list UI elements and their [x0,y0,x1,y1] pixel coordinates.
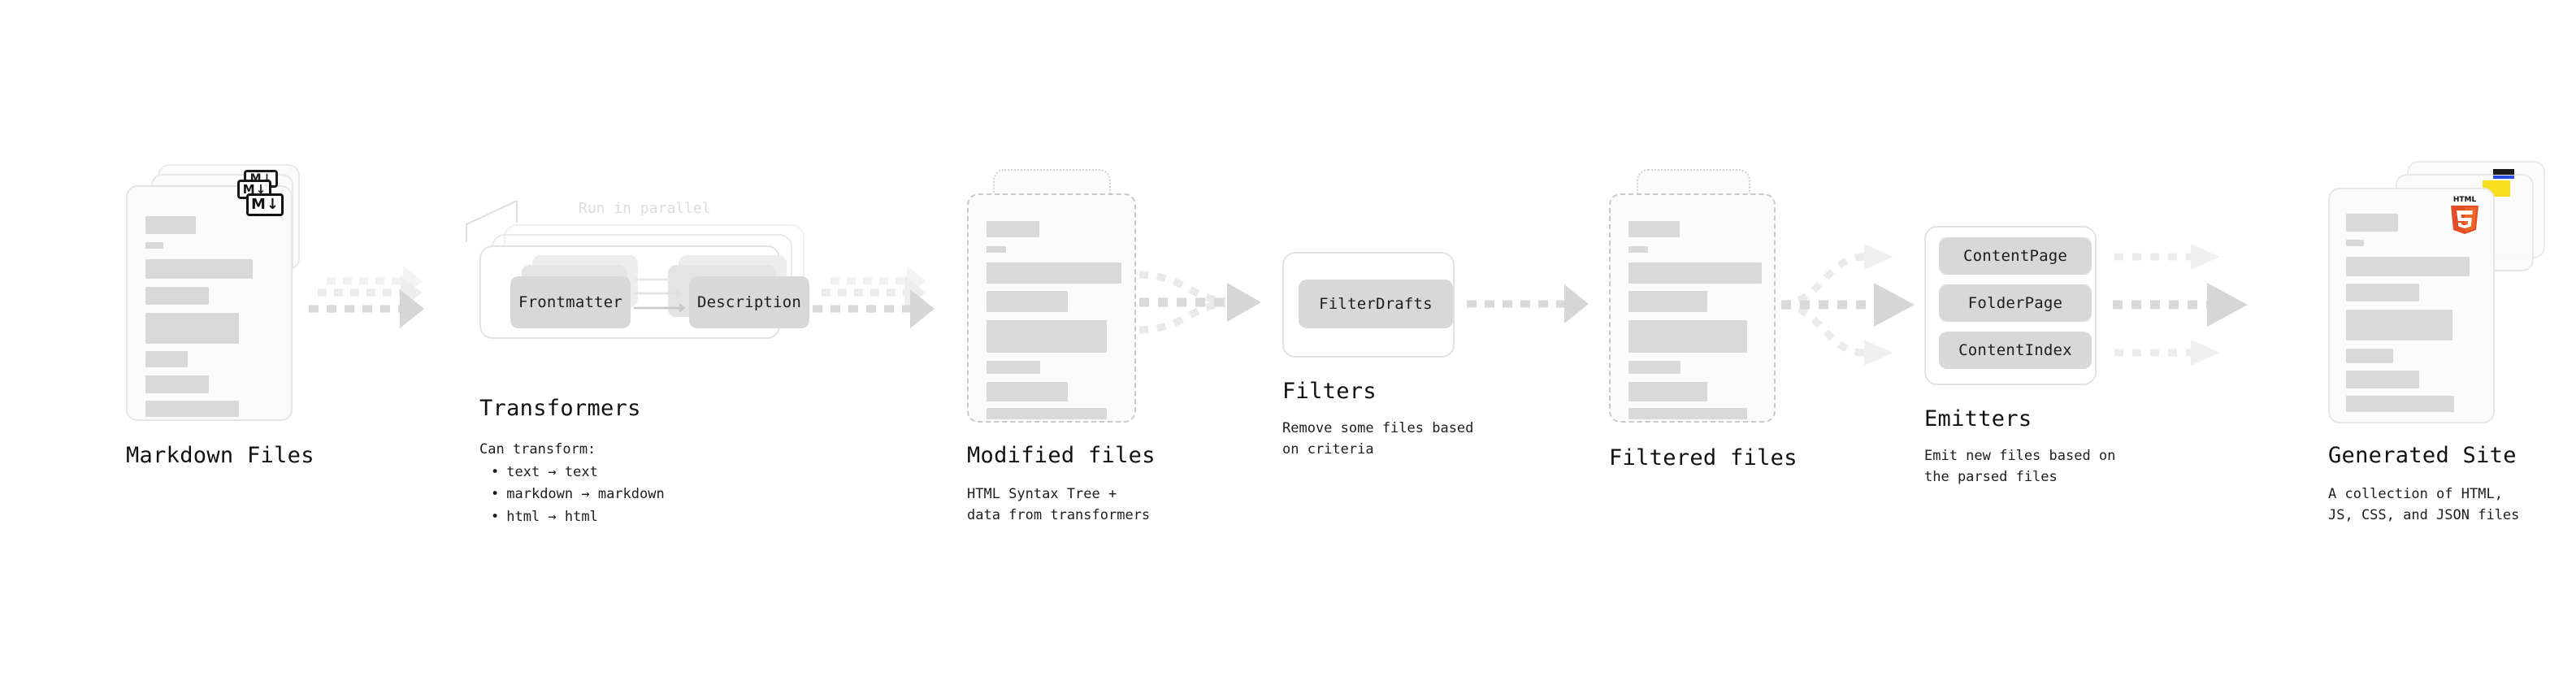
connector-filtered-to-emitters [1780,236,1926,374]
transformers-bullet-list: text → text markdown → markdown html → h… [479,462,665,529]
stage-modified-files: Modified files HTML Syntax Tree + data f… [935,0,1276,681]
emitter-chip-folderpage[interactable]: FolderPage [1939,284,2092,322]
stage-title-emitters: Emitters [1924,406,2032,432]
markdown-icon: M↓ [246,193,284,216]
markdown-icon-letter: M [242,181,255,197]
merge-lines [2113,244,2248,366]
transformers-bullet-markdown: markdown → markdown [491,484,664,506]
arrow-primary [1467,283,1601,325]
transformers-description: Can transform: text → text markdown → ma… [479,439,665,528]
svg-text:HTML: HTML [2453,196,2477,204]
transformer-chip-frontmatter[interactable]: Frontmatter [510,276,631,328]
stage-description-filters: Remove some files based on criteria [1282,420,1474,458]
stage-emitters: ContentPage FolderPage ContentIndex Emit… [1910,0,2235,681]
run-in-parallel-label: Run in parallel [579,200,711,217]
transformer-inner-arrows [634,275,686,313]
markdown-icon-letter: M [250,196,266,213]
connector-markdown-to-transformers [309,266,431,341]
stage-description-emitters: Emit new files based on the parsed files [1924,448,2116,486]
filtered-file-card-front [1609,193,1776,423]
stage-title-markdown-files: Markdown Files [126,443,314,468]
markdown-icon-arrow: ↓ [262,172,272,185]
stage-filters: FilterDrafts Filters Remove some files b… [1268,0,1593,681]
transformers-bullet-html: html → html [491,506,665,529]
stage-title-filtered-files: Filtered files [1609,445,1798,471]
stage-title-filters: Filters [1282,379,1377,404]
run-in-parallel-bracket [466,201,518,242]
filter-chip-filterdrafts[interactable]: FilterDrafts [1299,280,1453,328]
html5-icon: HTML [2446,193,2483,236]
transformers-bullet-text: text → text [491,462,665,484]
stage-description-generated-site: A collection of HTML, JS, CSS, and JSON … [2328,486,2520,524]
modified-file-card-front [967,193,1136,423]
css-icon [2493,169,2514,179]
stage-generated-site: HTML Generated Site A collection of HTML… [2243,0,2576,681]
stage-description-modified-files: HTML Syntax Tree + data from transformer… [967,486,1151,524]
stage-filtered-files: Filtered files [1576,0,1902,681]
emitter-chip-contentpage[interactable]: ContentPage [1939,237,2092,275]
arrow-primary [813,289,943,328]
arrow-primary [309,289,431,328]
emitter-chip-contentindex[interactable]: ContentIndex [1939,332,2092,369]
markdown-file-card-front [126,185,293,421]
markdown-icon-arrow: ↓ [255,181,267,197]
transformer-chip-description[interactable]: Description [689,276,809,328]
stage-markdown-files: M↓ M↓ M↓ Markdown Files [0,0,374,681]
stage-transformers: Run in parallel x x x x Frontmatter Desc… [431,0,853,681]
connector-filters-to-filtered [1467,283,1601,325]
markdown-icon-arrow: ↓ [266,196,279,213]
split-lines [1780,244,1915,366]
connector-modified-to-filters [1138,258,1268,348]
transformers-description-lead: Can transform: [479,441,596,458]
merge-lines [1138,271,1261,334]
connector-transformers-to-modified [813,266,943,341]
connector-emitters-to-site [2113,236,2259,374]
stage-title-transformers: Transformers [479,396,641,421]
stage-title-generated-site: Generated Site [2328,443,2517,468]
stage-title-modified-files: Modified files [967,443,1156,468]
